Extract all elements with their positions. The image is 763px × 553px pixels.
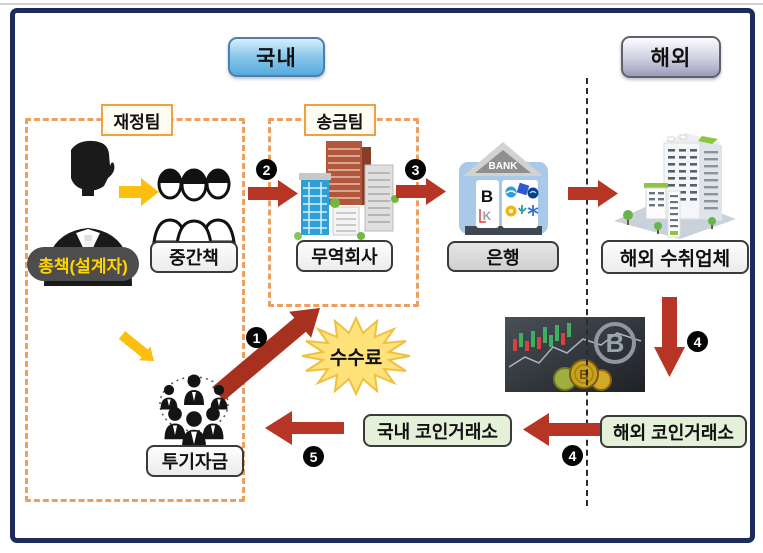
trading-company-label: 무역회사 xyxy=(296,240,393,272)
region-badge-domestic: 국내 xyxy=(228,37,325,77)
domestic-overseas-divider xyxy=(586,78,588,506)
arrow-funds-to-remit-team xyxy=(212,308,320,401)
arrow-overseas-to-domestic-exchange xyxy=(523,413,600,446)
remittance-team-label: 송금팀 xyxy=(304,104,376,136)
overseas-recipient-icon xyxy=(614,133,736,239)
region-badge-overseas: 해외 xyxy=(621,36,721,78)
step-4-badge-left: 4 xyxy=(562,445,583,466)
finance-team-label: 재정팀 xyxy=(101,104,173,136)
arrow-mastermind-to-funds xyxy=(118,331,154,361)
arrow-recipient-to-crypto xyxy=(654,297,685,377)
arrow-trading-to-bank xyxy=(396,178,446,205)
crypto-market-image: B B xyxy=(505,317,645,392)
domestic-exchange-label: 국내 코인거래소 xyxy=(363,414,512,447)
trading-company-icon xyxy=(294,141,399,240)
svg-text:B: B xyxy=(481,187,493,206)
arrow-mastermind-to-middleman xyxy=(119,178,159,206)
speculative-funds-label: 투기자금 xyxy=(146,445,244,477)
overseas-recipient-label: 해외 수취업체 xyxy=(601,240,749,274)
arrow-middleman-to-trading xyxy=(248,180,298,207)
middleman-group-icon xyxy=(152,168,236,246)
fee-starburst xyxy=(301,316,411,396)
middleman-label: 중간책 xyxy=(150,241,238,273)
bank-sign-text: BANK xyxy=(489,161,519,172)
step-1-badge: 1 xyxy=(246,327,267,348)
overseas-exchange-label: 해외 코인거래소 xyxy=(600,415,747,448)
fee-label: 수수료 xyxy=(329,347,383,369)
bank-label: 은행 xyxy=(447,241,559,272)
svg-text:B: B xyxy=(579,367,588,382)
arrow-bank-to-recipient xyxy=(568,180,618,207)
speculative-funds-icon xyxy=(159,374,229,448)
step-2-badge: 2 xyxy=(256,159,277,180)
svg-text:B: B xyxy=(606,328,625,358)
step-4-badge-down: 4 xyxy=(687,331,708,352)
step-5-badge: 5 xyxy=(303,446,324,467)
step-3-badge: 3 xyxy=(405,159,426,180)
top-divider-line xyxy=(0,3,763,5)
bank-icon: BANK B K xyxy=(459,142,548,235)
mastermind-label: 총책(설계자) xyxy=(27,247,139,281)
svg-text:K: K xyxy=(483,209,492,223)
arrow-exchange-to-funds xyxy=(265,411,344,445)
